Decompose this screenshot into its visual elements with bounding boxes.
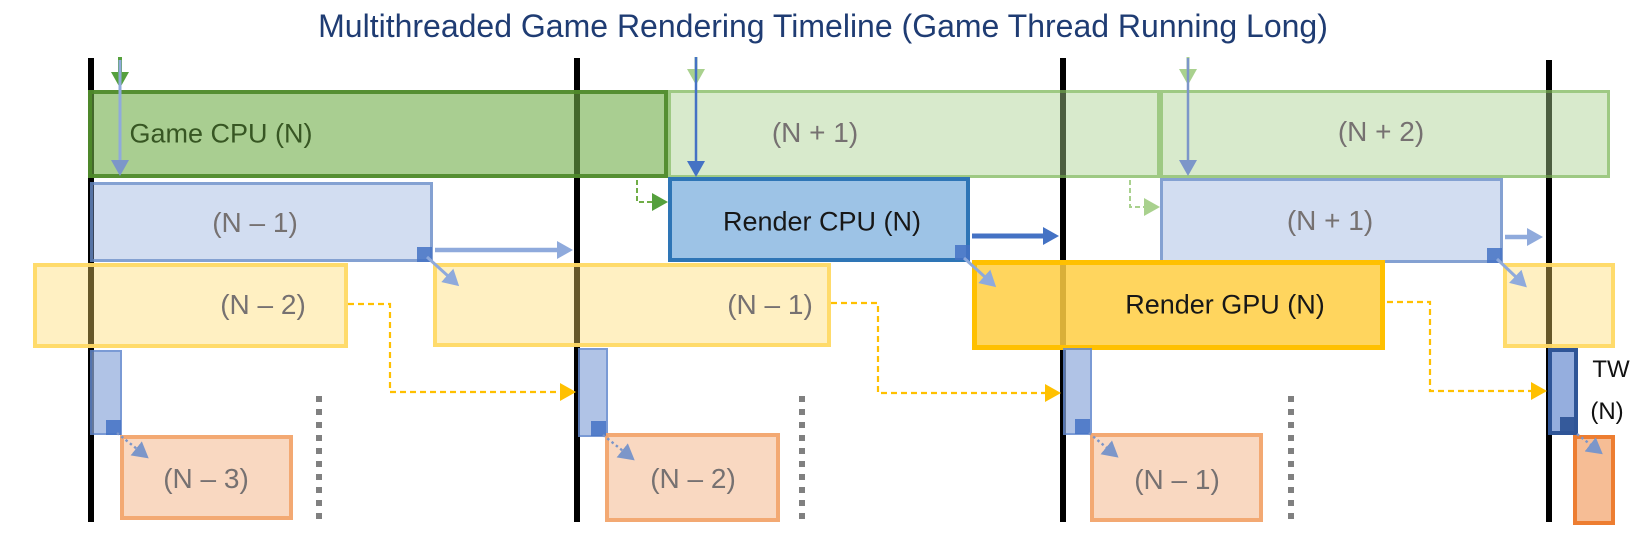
- game-cpu-n2-label: (N + 2): [1337, 116, 1425, 147]
- sync-notch-bar-1: [106, 420, 121, 435]
- game-cpu-n-box: [88, 90, 668, 178]
- gpu-prev1-label: (N – 1): [727, 289, 813, 320]
- sync-notch-tw: [1560, 417, 1575, 432]
- diagram-title: Multithreaded Game Rendering Timeline (G…: [318, 8, 1328, 44]
- game-cpu-n2-box: [1160, 90, 1610, 178]
- sync-notch-render-n: [955, 245, 970, 260]
- game-cpu-n1-label: (N + 1): [771, 117, 859, 148]
- render-cpu-prev-label: (N – 1): [212, 207, 298, 238]
- present-prev1-label: (N – 1): [1134, 464, 1220, 495]
- render-cpu-next-label: (N + 1): [1286, 205, 1374, 236]
- gpu-prev2-box: [33, 263, 348, 348]
- tw-label-line1: TW: [1592, 356, 1630, 383]
- present-prev2-label: (N – 2): [650, 463, 736, 494]
- sync-notch-bar-3: [1075, 419, 1090, 434]
- sync-notch-bar-2: [591, 421, 606, 436]
- gpu-prev2-label: (N – 2): [220, 289, 306, 320]
- game-cpu-n-label: Game CPU (N): [129, 118, 313, 149]
- render-cpu-prev-box: [90, 182, 433, 262]
- tw-label-line2: (N): [1590, 398, 1624, 425]
- render-gpu-n-label: Render GPU (N): [1125, 289, 1325, 320]
- present-prev1-box: [1090, 433, 1263, 522]
- present-prev3-box: [120, 435, 293, 520]
- render-cpu-n-label: Render CPU (N): [722, 206, 922, 237]
- present-prev3-label: (N – 3): [163, 463, 249, 494]
- game-cpu-n1-box: [668, 90, 1160, 178]
- render-cpu-n-box: [668, 177, 970, 262]
